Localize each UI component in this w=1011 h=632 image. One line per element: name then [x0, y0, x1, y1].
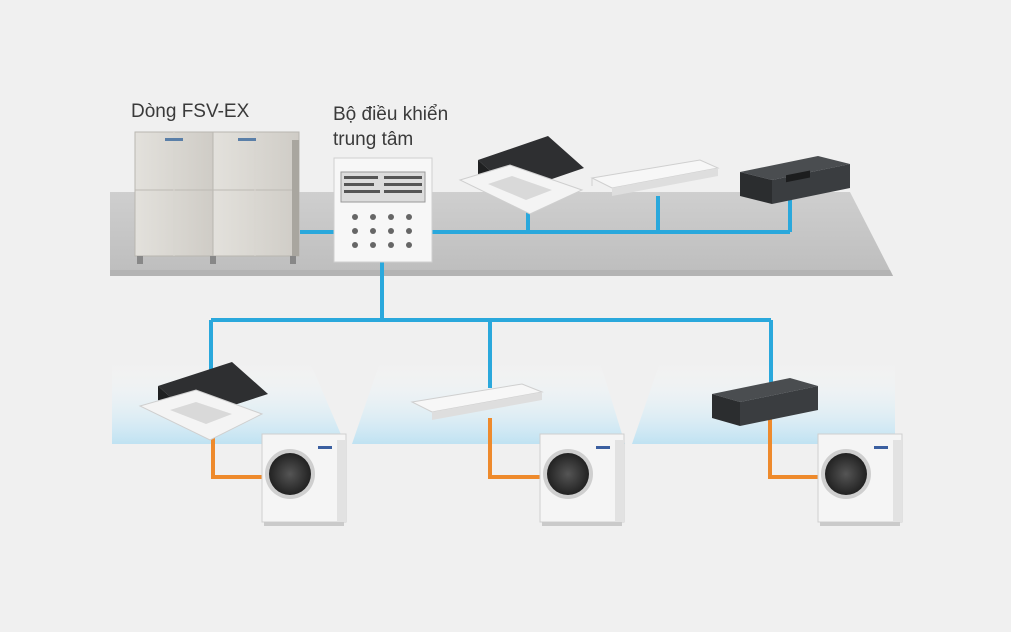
controller-label-line2: trung tâm — [333, 129, 414, 150]
control-wiring — [209, 196, 792, 388]
controller-label-line1: Bộ điều khiển — [333, 104, 449, 125]
fsv-series-label: Dòng FSV-EX — [131, 101, 250, 122]
central-controller-icon — [333, 157, 433, 263]
outdoor-condenser-icon — [261, 433, 347, 526]
ducted-unit-icon — [712, 378, 818, 426]
ceiling-cassette-icon — [458, 136, 584, 215]
ceiling-cassette-icon — [138, 362, 268, 441]
vrf-outdoor-unit-icon — [134, 131, 300, 264]
outdoor-condenser-icon — [539, 433, 625, 526]
ceiling-suspended-unit-icon — [410, 383, 544, 420]
upper-floor-edge — [110, 270, 893, 276]
refrigerant-piping — [211, 418, 818, 479]
ceiling-suspended-unit-icon — [590, 159, 720, 196]
ducted-unit-icon — [740, 156, 850, 204]
outdoor-condenser-icon — [817, 433, 903, 526]
